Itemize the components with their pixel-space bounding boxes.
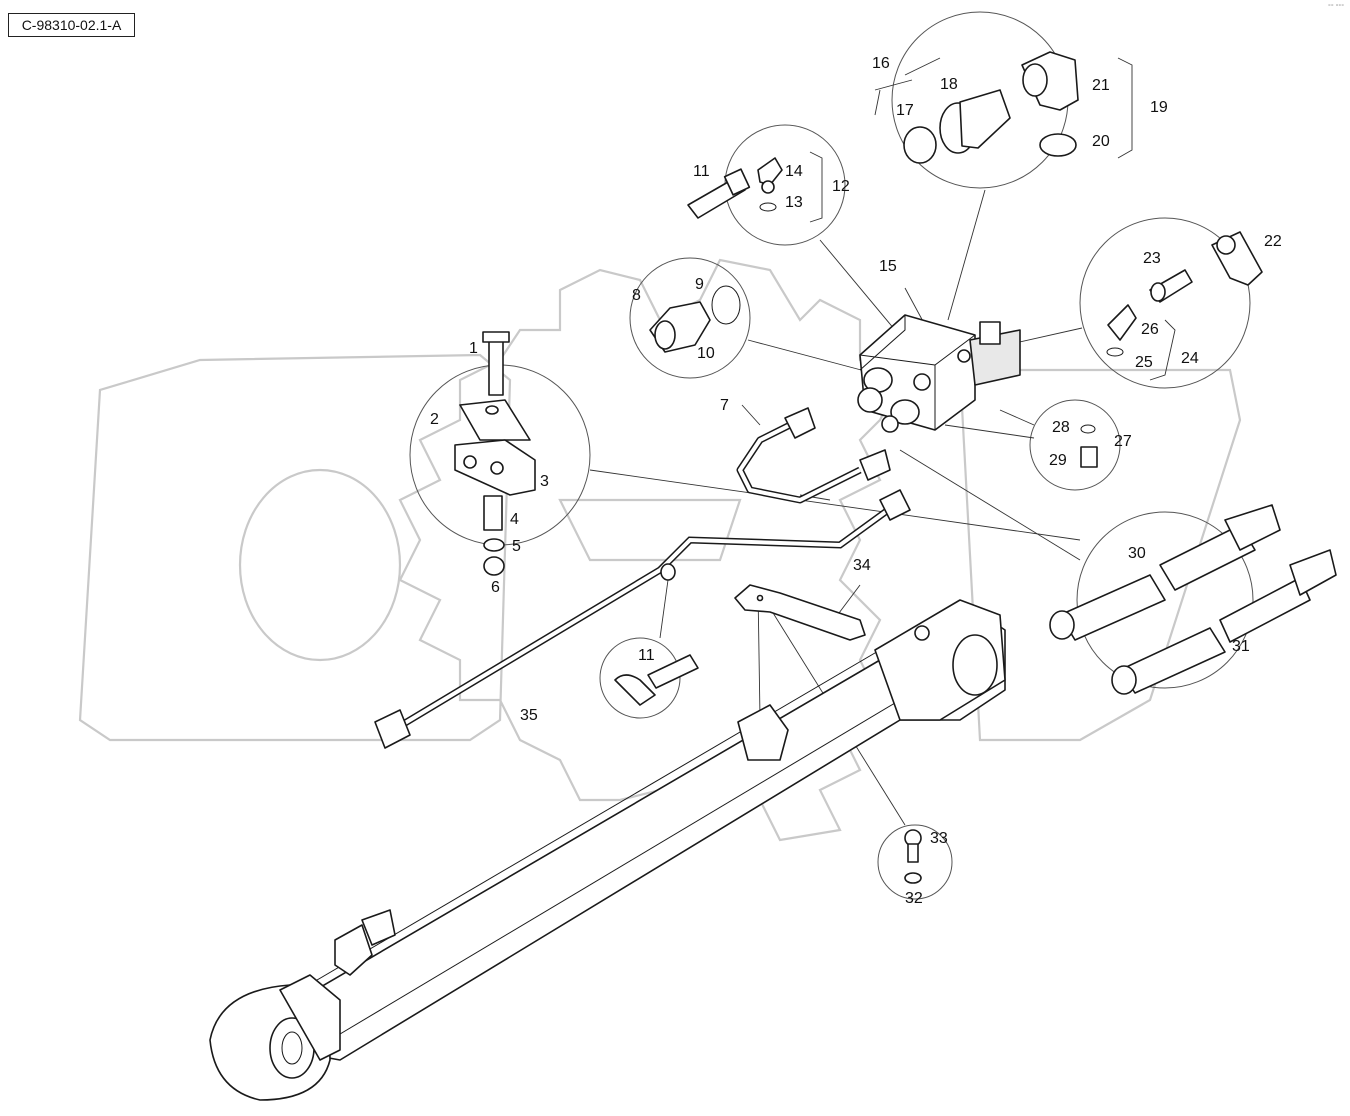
callout-11-lower: 11 bbox=[638, 647, 655, 664]
callout-31: 31 bbox=[1232, 638, 1250, 655]
corner-mark: °° °°° bbox=[1328, 4, 1344, 11]
callout-labels: 1 2 3 4 5 6 7 8 9 10 11 11 12 13 14 15 1… bbox=[430, 55, 1282, 907]
callout-28: 28 bbox=[1052, 419, 1070, 436]
callout-1: 1 bbox=[469, 340, 478, 357]
detail-circle-11b bbox=[599, 637, 681, 719]
callout-19: 19 bbox=[1150, 99, 1168, 116]
callout-18: 18 bbox=[940, 76, 958, 93]
fitting-10 bbox=[649, 285, 741, 353]
callout-25: 25 bbox=[1135, 354, 1153, 371]
callout-13: 13 bbox=[785, 194, 803, 211]
plug-27 bbox=[1080, 424, 1098, 468]
bolt-33 bbox=[904, 829, 922, 884]
tube-35 bbox=[374, 489, 911, 749]
fitting-group-12 bbox=[687, 157, 783, 219]
detail-circle-fitting-10 bbox=[629, 257, 751, 379]
callout-10: 10 bbox=[697, 345, 715, 362]
callout-33: 33 bbox=[930, 830, 948, 847]
callout-9: 9 bbox=[695, 276, 704, 293]
document-reference: C-98310-02.1-A bbox=[8, 13, 135, 37]
fitting-group-19 bbox=[903, 51, 1079, 164]
detail-circle-33 bbox=[877, 824, 953, 900]
callout-15: 15 bbox=[879, 258, 897, 275]
fitting-11b bbox=[614, 654, 699, 706]
callout-4: 4 bbox=[510, 511, 519, 528]
callout-24: 24 bbox=[1181, 350, 1199, 367]
callout-30: 30 bbox=[1128, 545, 1146, 562]
callout-6: 6 bbox=[491, 579, 500, 596]
hose-7 bbox=[736, 407, 891, 504]
callout-3: 3 bbox=[540, 473, 549, 490]
watermark-logo bbox=[78, 258, 1242, 842]
clamp-assembly bbox=[454, 331, 536, 576]
callout-29: 29 bbox=[1049, 452, 1067, 469]
detail-circle-hoses bbox=[1076, 511, 1254, 689]
leader-lines bbox=[589, 57, 1083, 826]
hoses-30-31 bbox=[1049, 504, 1337, 695]
group-brackets bbox=[809, 57, 1176, 381]
bracket-34 bbox=[734, 584, 866, 641]
callout-34: 34 bbox=[853, 557, 871, 574]
callout-21: 21 bbox=[1092, 77, 1110, 94]
detail-circles bbox=[409, 11, 1254, 900]
callout-32: 32 bbox=[905, 890, 923, 907]
detail-circle-27 bbox=[1029, 399, 1121, 491]
valve-block bbox=[857, 314, 1021, 433]
detail-circle-24 bbox=[1079, 217, 1251, 389]
callout-16: 16 bbox=[872, 55, 890, 72]
callout-8: 8 bbox=[632, 287, 641, 304]
callout-12: 12 bbox=[832, 178, 850, 195]
callout-11: 11 bbox=[693, 163, 710, 180]
callout-14: 14 bbox=[785, 163, 803, 180]
callout-17: 17 bbox=[896, 102, 914, 119]
callout-5: 5 bbox=[512, 538, 521, 555]
callout-27: 27 bbox=[1114, 433, 1132, 450]
hydraulic-cylinder bbox=[209, 599, 1006, 1101]
callout-22: 22 bbox=[1264, 233, 1282, 250]
fitting-group-24 bbox=[1106, 231, 1263, 357]
callout-26: 26 bbox=[1141, 321, 1159, 338]
callout-20: 20 bbox=[1092, 133, 1110, 150]
callout-23: 23 bbox=[1143, 250, 1161, 267]
callout-35: 35 bbox=[520, 707, 538, 724]
callout-2: 2 bbox=[430, 411, 439, 428]
callout-7: 7 bbox=[720, 397, 729, 414]
